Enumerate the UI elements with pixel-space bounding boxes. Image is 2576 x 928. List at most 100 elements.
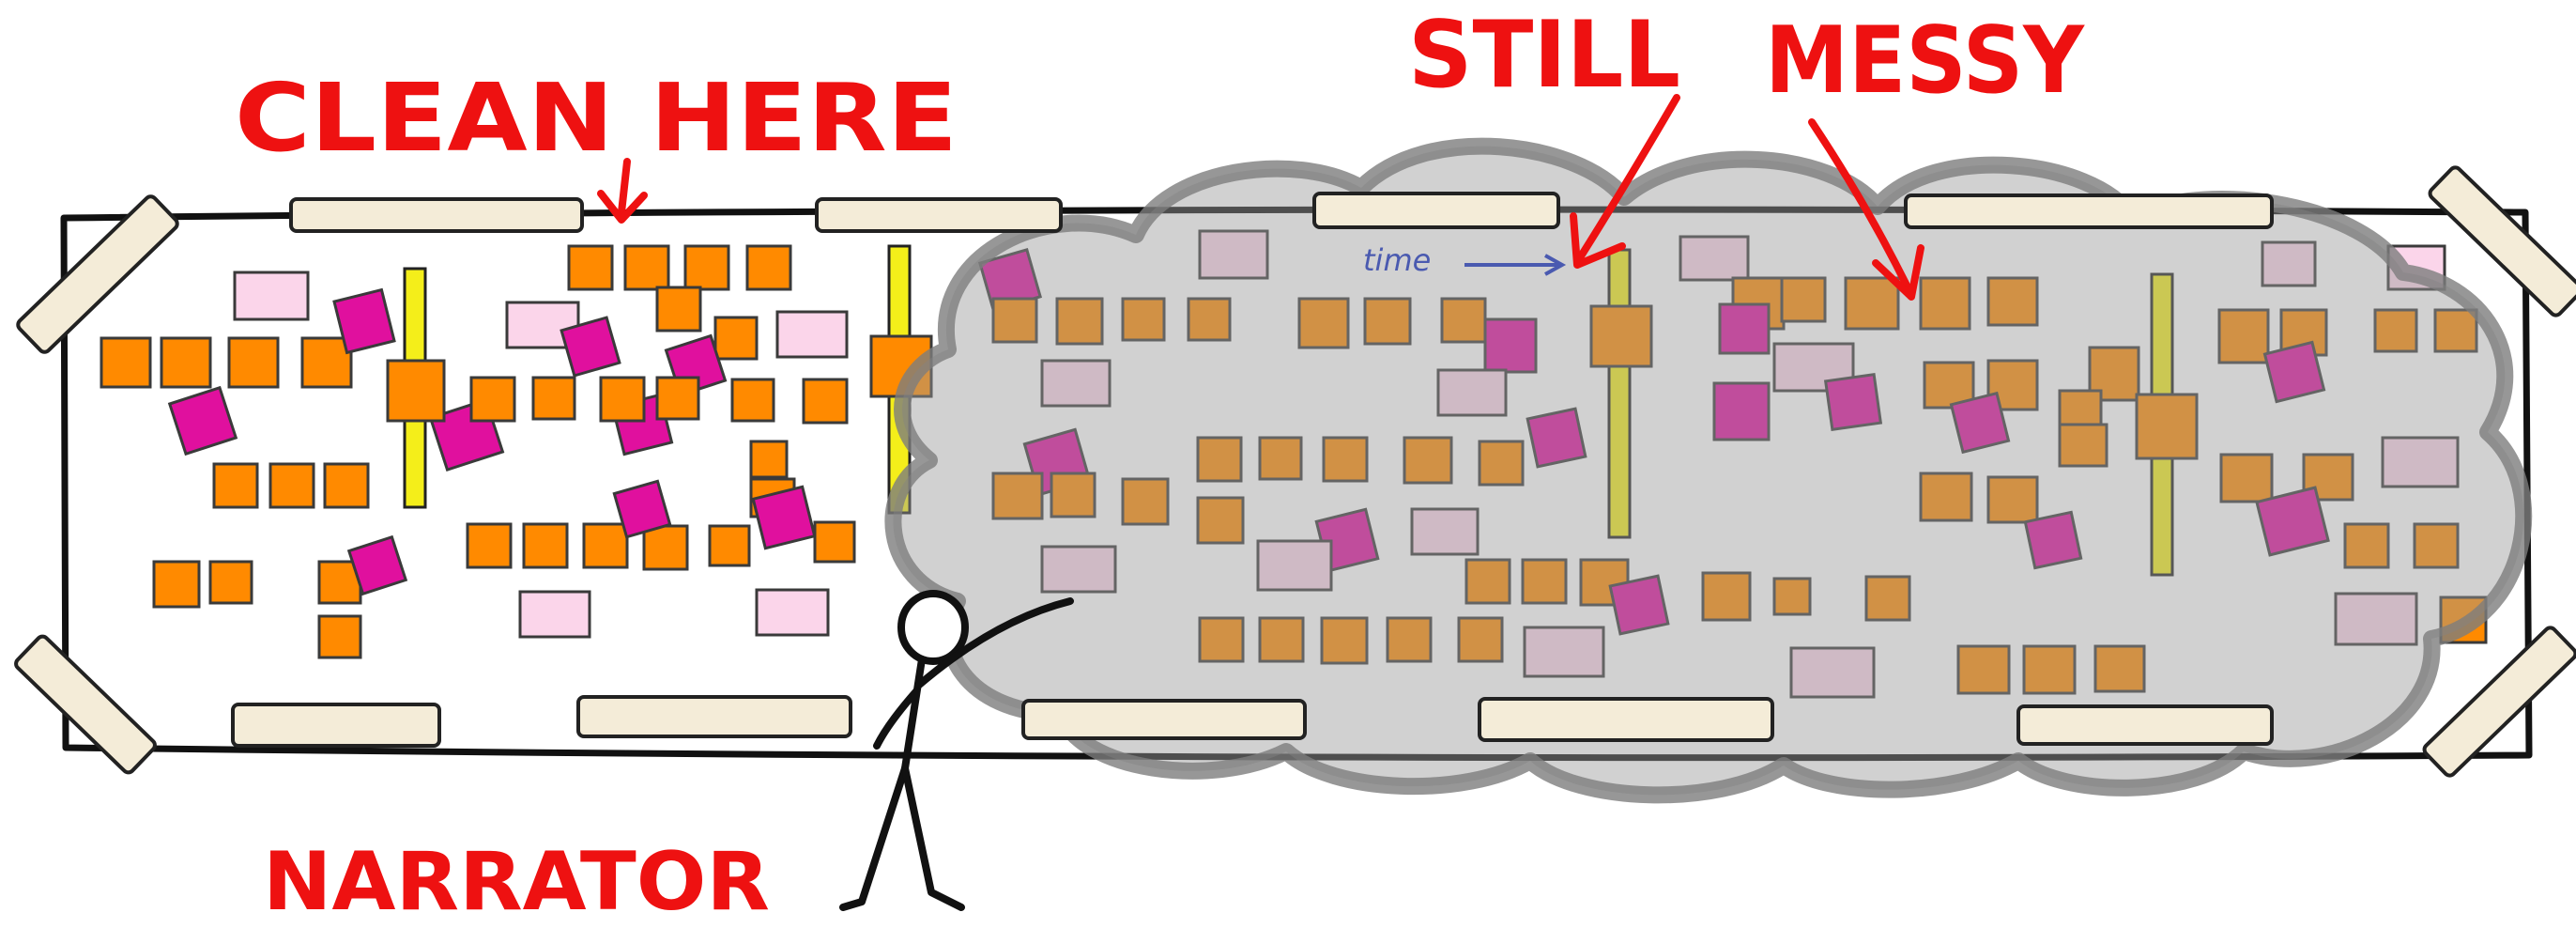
pivotal-note <box>2135 393 2199 460</box>
time-arrow-icon: time <box>1363 242 1567 278</box>
orange-sticky-note <box>1986 276 2039 327</box>
orange-sticky-note <box>2343 522 2390 569</box>
magenta-sticky-note <box>1526 407 1587 469</box>
orange-sticky-note <box>991 297 1038 344</box>
orange-sticky-note <box>1322 436 1369 483</box>
pink-sticky-note <box>755 588 830 637</box>
orange-sticky-note <box>323 462 370 509</box>
orange-sticky-note <box>2373 308 2418 353</box>
orange-sticky-note <box>1121 297 1166 342</box>
orange-sticky-note <box>1050 472 1096 518</box>
tape-strip <box>231 703 441 748</box>
orange-sticky-note <box>1478 440 1525 487</box>
orange-sticky-note <box>1579 558 1630 607</box>
pivotal-note <box>386 359 446 423</box>
orange-sticky-note <box>152 560 201 609</box>
orange-sticky-note <box>522 522 569 569</box>
orange-sticky-note <box>212 462 259 509</box>
orange-sticky-note <box>1521 558 1568 605</box>
tape-strip <box>1021 699 1307 740</box>
orange-sticky-note <box>1986 475 2039 524</box>
orange-sticky-note <box>683 244 730 291</box>
magenta-sticky-note <box>167 385 238 456</box>
orange-sticky-note <box>2058 423 2108 468</box>
tape-strip <box>2422 626 2576 778</box>
pink-sticky-note <box>1679 235 1750 282</box>
pink-sticky-note <box>2381 436 2460 488</box>
tape-strips <box>14 165 2576 778</box>
orange-sticky-note <box>745 244 792 291</box>
magenta-sticky-note <box>1608 574 1670 636</box>
orange-sticky-note <box>655 286 702 333</box>
pink-sticky-note <box>1772 342 1855 393</box>
orange-sticky-note <box>160 336 212 389</box>
orange-sticky-note <box>1956 644 2011 695</box>
orange-sticky-note <box>208 560 253 605</box>
pink-sticky-note <box>1198 229 1269 280</box>
orange-sticky-note <box>813 520 856 564</box>
orange-sticky-note <box>1919 472 1973 522</box>
orange-sticky-note <box>2302 453 2354 502</box>
magenta-sticky-note <box>1483 317 1538 374</box>
magenta-sticky-note <box>560 316 621 378</box>
tape-strip <box>1904 193 2274 229</box>
pink-sticky-note <box>1436 368 1508 417</box>
tape-strip <box>289 197 584 233</box>
orange-sticky-note <box>1196 436 1243 483</box>
magenta-sticky-note <box>1718 302 1771 355</box>
magenta-sticky-note <box>751 485 817 550</box>
orange-sticky-note <box>1864 575 1911 622</box>
still-label: STILL <box>1408 2 1680 109</box>
orange-sticky-note <box>1187 297 1232 342</box>
pink-sticky-note <box>1040 359 1112 408</box>
orange-sticky-note <box>802 378 849 425</box>
orange-sticky-note <box>1844 276 1900 331</box>
orange-sticky-note <box>1923 361 1975 410</box>
orange-sticky-note <box>466 522 513 569</box>
pink-sticky-note <box>1040 545 1117 594</box>
orange-sticky-note <box>268 462 315 509</box>
orange-sticky-note <box>623 244 670 291</box>
orange-sticky-note <box>227 336 280 389</box>
orange-sticky-note <box>1386 616 1433 663</box>
orange-sticky-note <box>1196 496 1245 545</box>
orange-sticky-note <box>1780 276 1827 323</box>
tape-strip <box>2428 165 2576 317</box>
magenta-sticky-note <box>612 479 672 539</box>
tape-strip <box>576 695 852 738</box>
tape-strip <box>2016 704 2274 746</box>
orange-sticky-note <box>2022 644 2077 695</box>
arrow-down-icon <box>1570 94 1680 269</box>
orange-sticky-note <box>749 440 789 479</box>
annotation-arrows <box>597 94 1924 301</box>
orange-sticky-note <box>713 316 759 361</box>
magenta-sticky-note <box>332 287 396 355</box>
orange-sticky-note <box>708 524 751 567</box>
magenta-sticky-note <box>2255 486 2330 557</box>
orange-sticky-note <box>1258 616 1305 663</box>
orange-sticky-note <box>2413 522 2460 569</box>
pink-sticky-note <box>518 590 591 639</box>
pink-sticky-note <box>1410 507 1480 556</box>
pink-sticky-note <box>775 310 849 359</box>
clean-here-label: CLEAN HERE <box>235 63 958 173</box>
tape-strip <box>815 197 1063 233</box>
pink-sticky-note <box>233 271 310 321</box>
arrow-down-icon <box>597 158 648 224</box>
orange-sticky-note <box>1121 477 1170 526</box>
tape-strip <box>16 194 179 354</box>
orange-sticky-note <box>1919 276 1971 331</box>
orange-sticky-note <box>531 376 576 421</box>
orange-sticky-note <box>1198 616 1245 663</box>
orange-sticky-note <box>317 614 362 659</box>
orange-sticky-note <box>730 378 775 423</box>
narrator-label: NARRATOR <box>263 835 770 928</box>
magenta-sticky-note <box>2023 510 2083 570</box>
time-label: time <box>1363 242 1431 278</box>
messy-label: MESSY <box>1765 8 2085 115</box>
orange-sticky-note <box>1297 297 1350 349</box>
pink-sticky-note <box>2261 240 2317 287</box>
orange-sticky-note <box>1320 616 1369 665</box>
orange-sticky-note <box>1258 436 1303 481</box>
